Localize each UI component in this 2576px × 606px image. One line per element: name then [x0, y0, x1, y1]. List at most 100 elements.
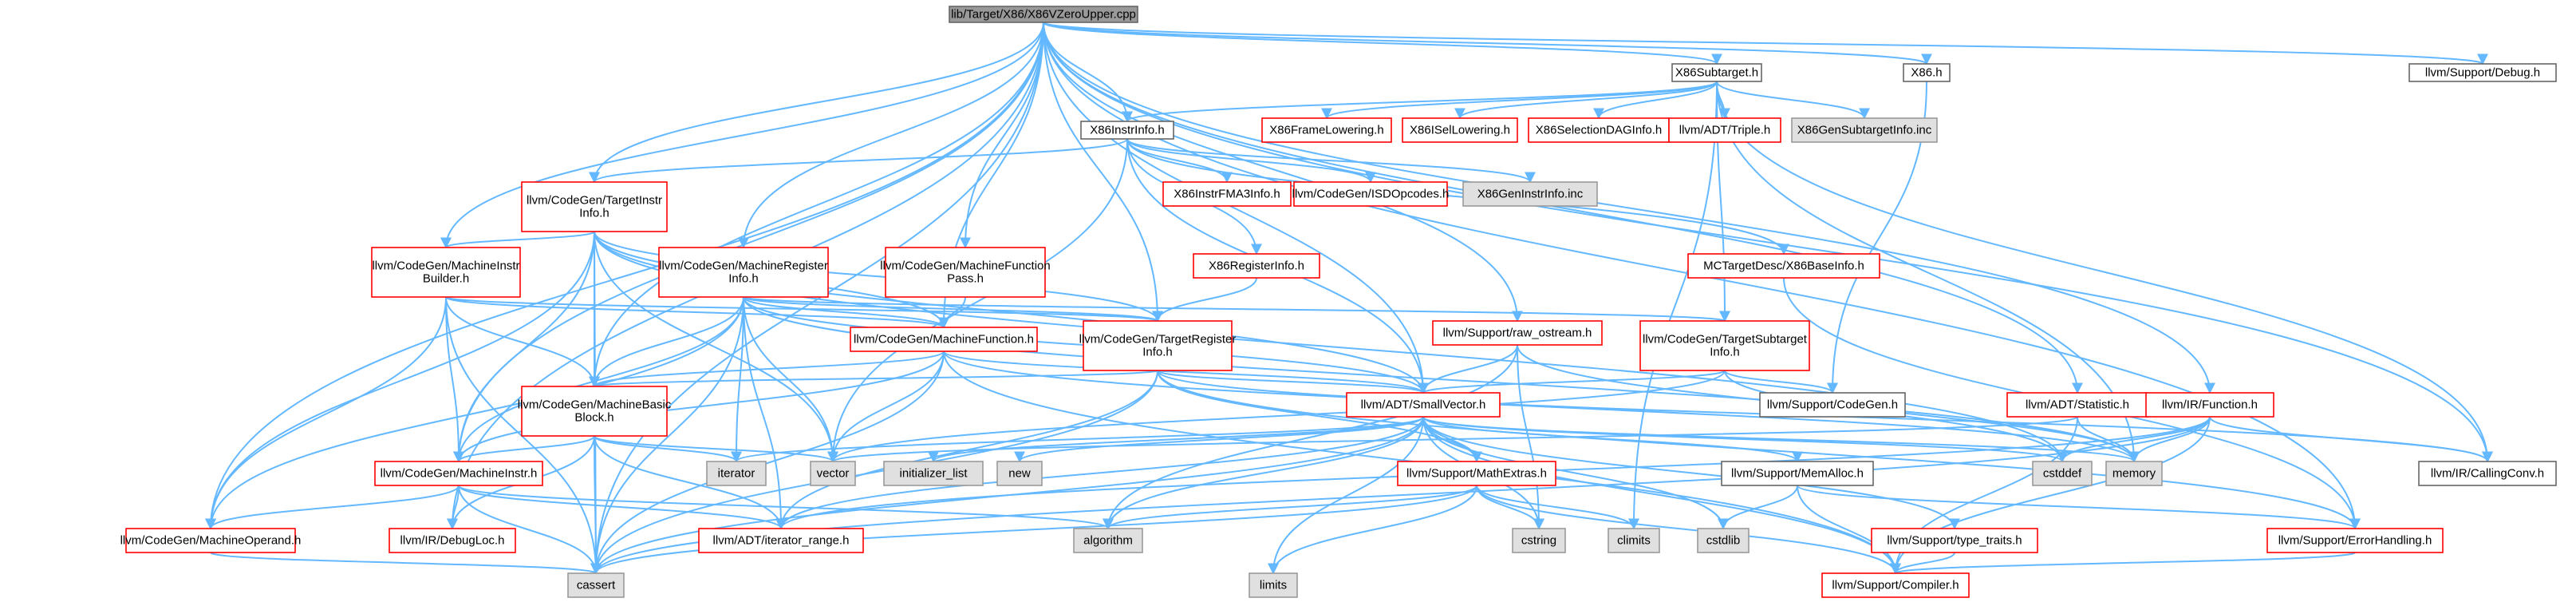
- node-seldag[interactable]: X86SelectionDAGInfo.h: [1528, 117, 1670, 143]
- edge-mbb-to-mi: [453, 435, 595, 463]
- node-debug[interactable]: llvm/Support/Debug.h: [2408, 63, 2557, 82]
- edge-x86instrinfo-to-tii: [589, 138, 1128, 184]
- node-label-mfp: Pass.h: [947, 272, 984, 286]
- node-geninstr: X86GenInstrInfo.inc: [1462, 181, 1598, 207]
- node-cstddef: cstddef: [2032, 461, 2093, 486]
- node-iterrange[interactable]: llvm/ADT/iterator_range.h: [698, 528, 864, 553]
- node-x86sub[interactable]: X86Subtarget.h: [1671, 63, 1762, 82]
- edge-mib-to-mo: [205, 296, 447, 530]
- node-statistic[interactable]: llvm/ADT/Statistic.h: [2006, 392, 2148, 418]
- edge-tsi-to-scodegen: [1724, 370, 1838, 394]
- edge-x86sub-to-gensub: [1716, 81, 1870, 120]
- node-triple[interactable]: llvm/ADT/Triple.h: [1668, 117, 1781, 143]
- node-label-limits: limits: [1260, 579, 1287, 592]
- node-box-cstring: [1512, 528, 1566, 553]
- node-mo[interactable]: llvm/CodeGen/MachineOperand.h: [120, 528, 302, 553]
- node-label-mathext: llvm/Support/MathExtras.h: [1406, 467, 1547, 481]
- node-smallvec[interactable]: llvm/ADT/SmallVector.h: [1346, 392, 1501, 418]
- node-box-memalloc: [1721, 461, 1874, 486]
- edge-smallvec-to-typetraits: [1422, 416, 1960, 530]
- node-label-tri: Info.h: [1142, 346, 1173, 359]
- edge-smallvec-to-compiler: [1422, 416, 1901, 575]
- node-box-tri: [1083, 320, 1233, 371]
- node-box-limits: [1249, 572, 1298, 598]
- node-debugloc[interactable]: llvm/IR/DebugLoc.h: [389, 528, 516, 553]
- node-box-x86h: [1903, 63, 1951, 82]
- node-label-function: llvm/IR/Function.h: [2162, 398, 2258, 412]
- node-box-new: [996, 461, 1043, 486]
- edge-root-to-mbb: [589, 22, 1044, 388]
- node-framelow[interactable]: X86FrameLowering.h: [1261, 117, 1392, 143]
- node-label-iterator: iterator: [718, 467, 755, 481]
- edge-mathext-to-compiler: [1476, 485, 1901, 575]
- node-label-compiler: llvm/Support/Compiler.h: [1832, 579, 1959, 592]
- edge-root-to-rawos: [1043, 22, 1523, 323]
- node-typetraits[interactable]: llvm/Support/type_traits.h: [1871, 528, 2038, 553]
- edge-mathext-to-algorithm: [1103, 485, 1477, 530]
- edge-mib-to-mf: [445, 296, 949, 329]
- edge-mi-to-iterrange: [458, 485, 787, 530]
- edge-x86sub-to-tsi: [1716, 81, 1730, 323]
- edge-tri-to-cassert: [590, 370, 1158, 575]
- node-root[interactable]: lib/Target/X86/X86VZeroUpper.cpp: [949, 6, 1138, 23]
- node-x86reg[interactable]: X86RegisterInfo.h: [1193, 253, 1320, 279]
- node-x86instrinfo[interactable]: X86InstrInfo.h: [1080, 121, 1174, 140]
- node-compiler[interactable]: llvm/Support/Compiler.h: [1821, 572, 1970, 598]
- node-iterator: iterator: [706, 461, 767, 486]
- node-mathext[interactable]: llvm/Support/MathExtras.h: [1397, 461, 1556, 486]
- node-rawos[interactable]: llvm/Support/raw_ostream.h: [1432, 320, 1603, 346]
- edge-tsi-to-memory: [1724, 370, 2140, 463]
- node-label-cstdlib: cstdlib: [1706, 534, 1741, 548]
- node-box-isdop: [1293, 181, 1448, 207]
- node-mf[interactable]: llvm/CodeGen/MachineFunction.h: [850, 327, 1038, 352]
- node-box-algorithm: [1073, 528, 1143, 553]
- node-fma3[interactable]: X86InstrFMA3Info.h: [1162, 181, 1292, 207]
- node-x86h[interactable]: X86.h: [1903, 63, 1951, 82]
- edge-mbb-to-iterator: [594, 435, 742, 463]
- edge-x86sub-to-memory: [1716, 81, 2140, 463]
- node-scodegen[interactable]: llvm/Support/CodeGen.h: [1759, 392, 1906, 418]
- edge-smallvec-to-cstdlib: [1422, 416, 1729, 530]
- node-box-mri: [658, 247, 829, 298]
- node-errhandling[interactable]: llvm/Support/ErrorHandling.h: [2266, 528, 2444, 553]
- edge-tii-to-vector: [594, 231, 838, 463]
- node-mi[interactable]: llvm/CodeGen/MachineInstr.h: [374, 461, 543, 486]
- node-box-mib: [371, 247, 521, 298]
- edge-smallvec-to-algorithm: [1103, 416, 1424, 530]
- edge-mri-to-iterator: [731, 296, 744, 463]
- edge-mi-to-cassert: [458, 485, 602, 575]
- edge-mf-to-cassert: [590, 351, 945, 575]
- node-label-statistic: llvm/ADT/Statistic.h: [2026, 398, 2129, 412]
- node-box-cstddef: [2032, 461, 2093, 486]
- edge-mbb-to-vector: [594, 435, 838, 463]
- node-label-fma3: X86InstrFMA3Info.h: [1174, 188, 1280, 201]
- edge-mri-to-cassert: [590, 296, 744, 575]
- node-box-memory: [2105, 461, 2163, 486]
- edge-function-to-cassert: [590, 416, 2211, 575]
- edge-mf-to-memory: [943, 351, 2140, 463]
- node-isel[interactable]: X86ISelLowering.h: [1402, 117, 1518, 143]
- edge-x86instrinfo-to-mctarget: [1126, 138, 1789, 255]
- node-label-geninstr: X86GenInstrInfo.inc: [1477, 188, 1584, 201]
- node-mctarget[interactable]: MCTargetDesc/X86BaseInfo.h: [1687, 253, 1880, 279]
- node-isdop[interactable]: llvm/CodeGen/ISDOpcodes.h: [1292, 181, 1450, 207]
- edge-mo-to-cassert: [210, 552, 602, 575]
- node-label-typetraits: llvm/Support/type_traits.h: [1887, 534, 2022, 548]
- node-callconv[interactable]: llvm/IR/CallingConv.h: [2418, 461, 2557, 486]
- node-new: new: [996, 461, 1043, 486]
- node-label-x86instrinfo: X86InstrInfo.h: [1090, 124, 1164, 137]
- edge-mf-to-smallvec: [943, 351, 1429, 394]
- node-function[interactable]: llvm/IR/Function.h: [2145, 392, 2274, 418]
- edge-tsi-to-smallvec: [1418, 370, 1726, 394]
- node-memalloc[interactable]: llvm/Support/MemAlloc.h: [1721, 461, 1874, 486]
- node-box-smallvec: [1346, 392, 1501, 418]
- node-label-algorithm: algorithm: [1083, 534, 1133, 548]
- node-box-typetraits: [1871, 528, 2038, 553]
